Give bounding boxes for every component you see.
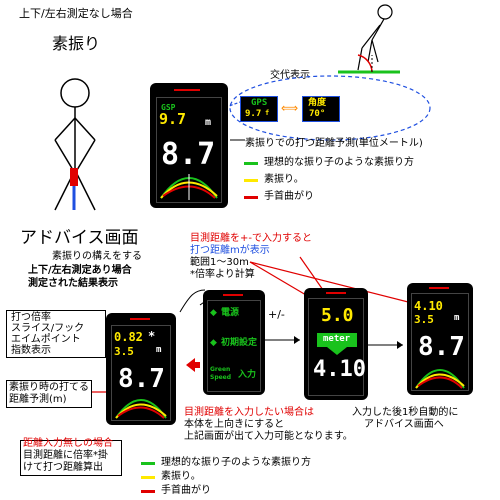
top-title: 上下/左右測定なし場合	[19, 7, 133, 20]
adv-v1: 0.82	[114, 330, 143, 344]
input-l3: 上記画面が出て入力可能となります。	[184, 431, 353, 442]
auto-v2: 3.5	[414, 313, 434, 326]
advice-title: アドバイス画面	[20, 228, 139, 248]
gps-unit: f	[265, 109, 270, 117]
predict-note: 素振りでの打つ距離予測(単位メートル)	[245, 138, 423, 149]
down-arrow-icon	[327, 347, 347, 355]
adv-v2: 3.5	[114, 345, 134, 358]
auto-big: 8.7	[418, 332, 465, 362]
legend-line	[244, 162, 258, 165]
angle-value: 70°	[309, 109, 326, 119]
angle-label: 角度	[308, 98, 327, 108]
legend-line	[141, 490, 155, 493]
big-value: 8.7	[161, 137, 216, 172]
adv-star: *	[148, 329, 156, 343]
gsp-label: GSP	[161, 103, 176, 112]
adv-unit: m	[156, 345, 162, 355]
noinput-l1: 距離入力無しの場合	[23, 438, 113, 449]
result-value: 4.10	[313, 357, 366, 382]
angle-box: 角度 70°	[302, 96, 340, 122]
small-value: 9.7	[159, 110, 187, 128]
power-icon: ◆	[210, 308, 217, 318]
label-mult: 打つ倍率	[11, 312, 51, 323]
target-phone-screen: 5.0 meter 4.10	[308, 298, 366, 396]
auto-phone-screen: 4.10 3.5 m 8.7	[411, 293, 469, 391]
noinput-l3: けて打つ距離算出	[23, 462, 103, 473]
gps-value: 9.7	[245, 109, 262, 119]
label-aim: エイムポイント	[11, 334, 81, 345]
speed-label: Speed	[210, 374, 232, 381]
top-phone: GSP 9.7 m 8.7	[150, 83, 228, 208]
adv-big: 8.7	[118, 364, 165, 394]
auto-l1: 入力した後1秒自動的に	[352, 407, 459, 418]
advice-sub: 素振りの構えをする	[52, 251, 142, 262]
meter-label: meter	[323, 334, 351, 344]
adv-swing-graph	[115, 399, 167, 419]
target-l1: 目測距離を+-で入力すると	[190, 233, 312, 244]
noinput-l2: 目測距離に倍率*掛	[23, 450, 108, 461]
menu-phone: ◆ 電源 ◆ 初期設定 Green Speed 入力	[203, 290, 265, 395]
swing-graph	[160, 174, 218, 200]
legend-line	[141, 476, 155, 479]
input-l2: 本体を上向きにすると	[184, 419, 285, 430]
label-index: 指数表示	[11, 345, 51, 356]
kogo-label: 交代表示	[270, 70, 310, 81]
legend-label: 理想的な振り子のような素振り方	[264, 157, 414, 168]
legend-label: 素振り。	[161, 471, 201, 482]
legend-line	[244, 179, 258, 182]
target-value: 5.0	[321, 305, 354, 326]
phone-speaker	[429, 287, 449, 289]
gps-label: GPS	[251, 98, 268, 108]
menu-item-input: 入力	[238, 370, 257, 380]
suburi-title: 素振り	[52, 34, 101, 53]
legend-line	[244, 196, 258, 199]
phone-speaker	[326, 292, 346, 294]
target-l2: 打つ距離mが表示	[190, 245, 270, 256]
settings-icon: ◆	[210, 338, 217, 348]
phone-speaker	[174, 89, 200, 91]
menu-item-settings: 初期設定	[221, 338, 258, 348]
target-l4: *倍率より計算	[190, 269, 255, 280]
unit-label: m	[205, 117, 212, 128]
advice-phone-screen: 0.82 * 3.5 m 8.7	[111, 325, 171, 421]
phone-speaker	[130, 318, 150, 320]
legend-label: 手首曲がり	[264, 191, 314, 202]
legend-label: 素振り。	[264, 174, 304, 185]
target-l3: 範囲1～30m	[190, 257, 249, 268]
input-l1: 目測距離を入力したい場合は	[184, 407, 314, 418]
menu-item-power: 電源	[221, 308, 240, 318]
cond1: 上下/左右測定あり場合	[28, 265, 132, 276]
predict-label-box: 素振り時の打てる 距離予測(m)	[6, 380, 92, 408]
left-label-box: 打つ倍率 スライス/フック エイムポイント 指数表示	[6, 310, 106, 358]
legend-line	[141, 462, 155, 465]
label-slice: スライス/フック	[11, 323, 85, 334]
legend-label: 手首曲がり	[161, 485, 211, 496]
noinput-box: 距離入力無しの場合 目測距離に倍率*掛 けて打つ距離算出	[20, 438, 122, 476]
meter-arrow: meter	[317, 333, 357, 347]
predict-l1: 素振り時の打てる	[9, 382, 89, 393]
auto-unit: m	[454, 313, 460, 323]
auto-swing-graph	[415, 369, 465, 389]
advice-phone: 0.82 * 3.5 m 8.7	[106, 313, 176, 425]
green-label: Green	[210, 366, 231, 373]
predict-l2: 距離予測(m)	[9, 394, 67, 405]
legend-label: 理想的な振り子のような素振り方	[161, 457, 311, 468]
top-phone-screen: GSP 9.7 m 8.7	[156, 97, 222, 203]
plus-minus: +/-	[268, 308, 285, 321]
target-note: 目測距離を+-で入力すると 打つ距離mが表示 範囲1～30m *倍率より計算	[186, 234, 346, 282]
auto-phone: 4.10 3.5 m 8.7	[407, 283, 473, 395]
menu-phone-screen: ◆ 電源 ◆ 初期設定 Green Speed 入力	[207, 300, 261, 392]
phone-speaker	[223, 294, 243, 296]
cond2: 測定された結果表示	[28, 278, 118, 289]
gps-box: GPS 9.7 f	[240, 96, 278, 122]
auto-v1: 4.10	[414, 299, 443, 313]
auto-l2: アドバイス画面へ	[364, 419, 444, 430]
swap-arrow: ⟺	[281, 101, 299, 115]
target-phone: 5.0 meter 4.10	[304, 288, 368, 400]
